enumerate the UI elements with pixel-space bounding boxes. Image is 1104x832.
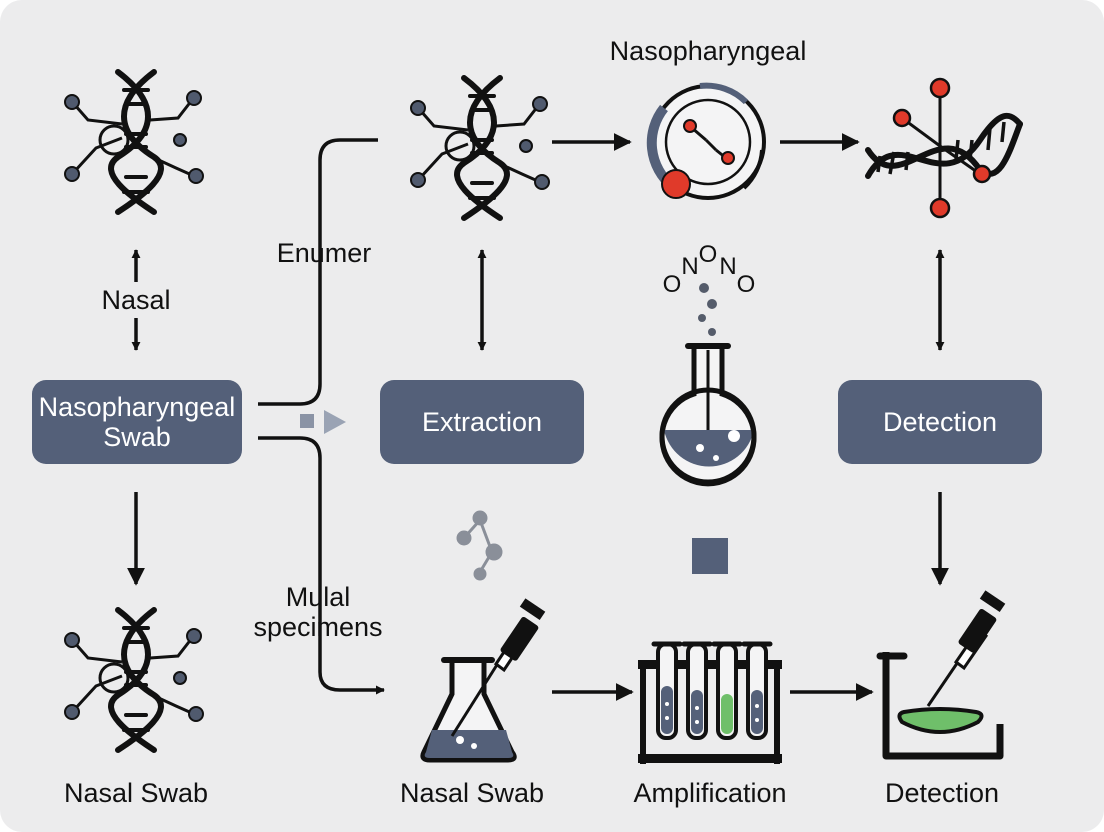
formula-n2: N <box>719 253 736 280</box>
formula-o3: O <box>737 271 756 298</box>
label-mulal-specimens: Mulal specimens <box>253 582 383 642</box>
box-extraction: Extraction <box>380 380 584 464</box>
label-amplification: Amplification <box>633 778 787 808</box>
connectors <box>127 133 949 701</box>
dna-helix-icon <box>865 77 1023 219</box>
dark-square-icon <box>692 538 728 574</box>
dna-bottom-left-icon <box>65 610 203 750</box>
label-top-nasopharyngeal: Nasopharyngeal <box>609 36 807 66</box>
label-nasal-swab-mid: Nasal Swab <box>399 778 545 808</box>
dna-top-mid-icon <box>411 78 549 218</box>
pipette-dish-icon <box>876 590 1006 760</box>
nitro-formula: O N O N O <box>663 241 756 298</box>
box-nasopharyngeal-swab: Nasopharyngeal Swab <box>32 380 242 464</box>
box-extraction-label: Extraction <box>421 407 543 437</box>
label-nasal: Nasal <box>101 285 171 315</box>
molecule-gray-icon <box>456 510 503 581</box>
small-square-icon <box>300 414 314 428</box>
round-flask-icon <box>659 283 757 487</box>
flask-pipette-icon <box>420 598 546 763</box>
label-enumer: Enumer <box>276 238 372 268</box>
small-triangle-icon <box>324 410 346 434</box>
test-tube-rack-icon <box>638 641 782 764</box>
formula-o2: O <box>699 241 718 268</box>
label-nasal-swab-left: Nasal Swab <box>63 778 209 808</box>
dna-top-left-icon <box>65 72 203 212</box>
box-detection: Detection <box>838 380 1042 464</box>
label-detection-bottom: Detection <box>884 778 1000 808</box>
magnifier-virus-icon <box>646 82 766 200</box>
formula-n1: N <box>681 253 698 280</box>
box-detection-label: Detection <box>882 407 998 437</box>
box-nasopharyngeal-swab-label: Nasopharyngeal Swab <box>38 392 236 452</box>
formula-o1: O <box>663 271 682 298</box>
